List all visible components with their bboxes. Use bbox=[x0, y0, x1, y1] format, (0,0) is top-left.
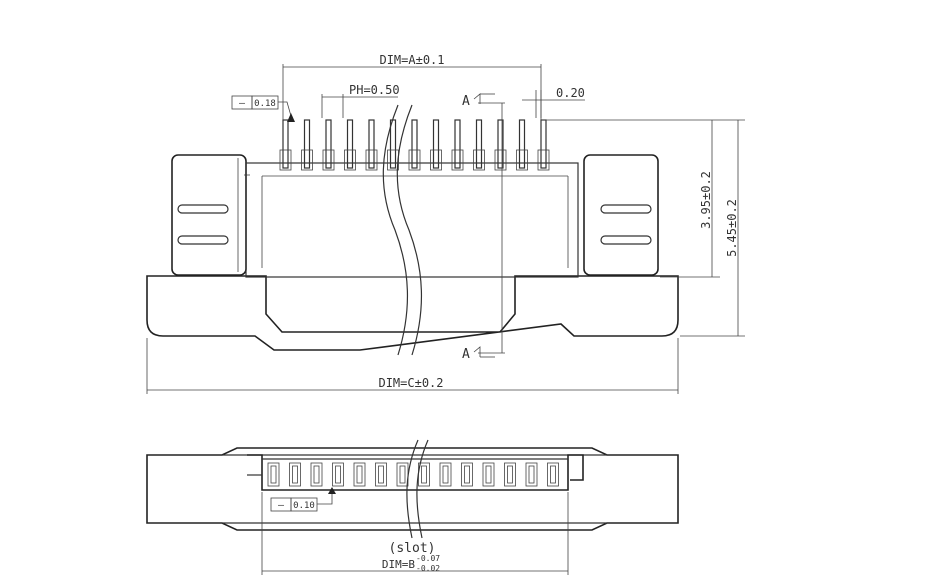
break-line-front-1 bbox=[382, 104, 408, 356]
bottom-pin bbox=[267, 462, 280, 487]
bottom-pin bbox=[525, 462, 538, 487]
bottom-pin bbox=[439, 462, 452, 487]
left-latch bbox=[171, 154, 247, 276]
right-latch-slot-2 bbox=[600, 235, 652, 245]
bottom-pin bbox=[289, 462, 301, 487]
break-line-front-2 bbox=[396, 104, 422, 356]
dim-b-lower-tolerance: -0.02 bbox=[416, 564, 440, 573]
right-latch bbox=[583, 154, 659, 276]
break-line-bottom-1 bbox=[406, 439, 419, 539]
bottom-pin bbox=[482, 462, 495, 487]
dim-b-label: DIM=B bbox=[382, 558, 415, 571]
bottom-view: — 0.10 (slot) DIM=B -0.07 -0.02 bbox=[146, 439, 679, 575]
flatness-symbol-front: — bbox=[239, 98, 246, 109]
bottom-pins bbox=[267, 462, 559, 487]
bottom-pin bbox=[353, 462, 366, 487]
pitch-dimension: PH=0.50 bbox=[321, 83, 400, 118]
front-pin bbox=[473, 119, 485, 171]
pitch-label: PH=0.50 bbox=[349, 83, 400, 97]
height-dimensions: 3.95±0.2 5.45±0.2 bbox=[541, 119, 745, 337]
front-pin bbox=[430, 119, 442, 171]
bottom-pin bbox=[332, 462, 344, 487]
pin-width-dimension: 0.20 bbox=[522, 86, 585, 118]
height-total-label: 5.45±0.2 bbox=[725, 199, 739, 257]
right-latch-slot-1 bbox=[600, 204, 652, 214]
front-pin bbox=[322, 119, 335, 171]
pin-width-label: 0.20 bbox=[556, 86, 585, 100]
slot-outline bbox=[247, 454, 584, 491]
base-housing bbox=[146, 275, 679, 351]
break-line-bottom-2 bbox=[416, 439, 429, 539]
bottom-pin bbox=[375, 462, 387, 487]
center-body bbox=[245, 162, 579, 278]
front-pin bbox=[408, 119, 421, 171]
bottom-housing bbox=[146, 447, 679, 531]
left-latch-slot-2 bbox=[177, 235, 229, 245]
front-pin bbox=[365, 119, 378, 171]
section-label-bottom: A bbox=[462, 347, 470, 362]
bottom-pin bbox=[396, 462, 409, 487]
front-view: DIM=A±0.1 PH=0.50 0.20 — 0.18 A bbox=[146, 53, 745, 394]
datum-arrow-bottom-icon bbox=[328, 487, 336, 494]
front-pin bbox=[301, 119, 313, 171]
section-marker-bottom: A bbox=[462, 346, 505, 362]
flatness-box-front: — 0.18 bbox=[231, 95, 295, 122]
dim-b-upper-tolerance: -0.07 bbox=[416, 554, 440, 563]
front-pin bbox=[516, 119, 528, 171]
slot-label: (slot) bbox=[389, 541, 436, 556]
dim-a: DIM=A±0.1 bbox=[282, 53, 542, 120]
flatness-symbol-bottom: — bbox=[278, 500, 285, 511]
dim-c: DIM=C±0.2 bbox=[146, 338, 679, 394]
bottom-pin bbox=[504, 462, 516, 487]
bottom-pin bbox=[461, 462, 473, 487]
front-pin bbox=[344, 119, 356, 171]
front-pin bbox=[279, 119, 292, 171]
flatness-box-bottom: — 0.10 bbox=[270, 487, 336, 512]
datum-arrow-icon bbox=[287, 113, 295, 122]
dim-a-label: DIM=A±0.1 bbox=[379, 53, 444, 67]
section-marker-top: A bbox=[462, 93, 505, 109]
dim-c-label: DIM=C±0.2 bbox=[378, 376, 443, 390]
front-pin bbox=[494, 119, 507, 171]
flatness-value-bottom: 0.10 bbox=[293, 501, 315, 511]
dim-b: (slot) DIM=B -0.07 -0.02 bbox=[261, 492, 569, 575]
flatness-value-front: 0.18 bbox=[254, 99, 276, 109]
section-label-top: A bbox=[462, 94, 470, 109]
bottom-pin bbox=[310, 462, 323, 487]
left-latch-slot-1 bbox=[177, 204, 229, 214]
bottom-pin bbox=[547, 462, 559, 487]
front-pin bbox=[451, 119, 464, 171]
height-inner-label: 3.95±0.2 bbox=[699, 171, 713, 229]
